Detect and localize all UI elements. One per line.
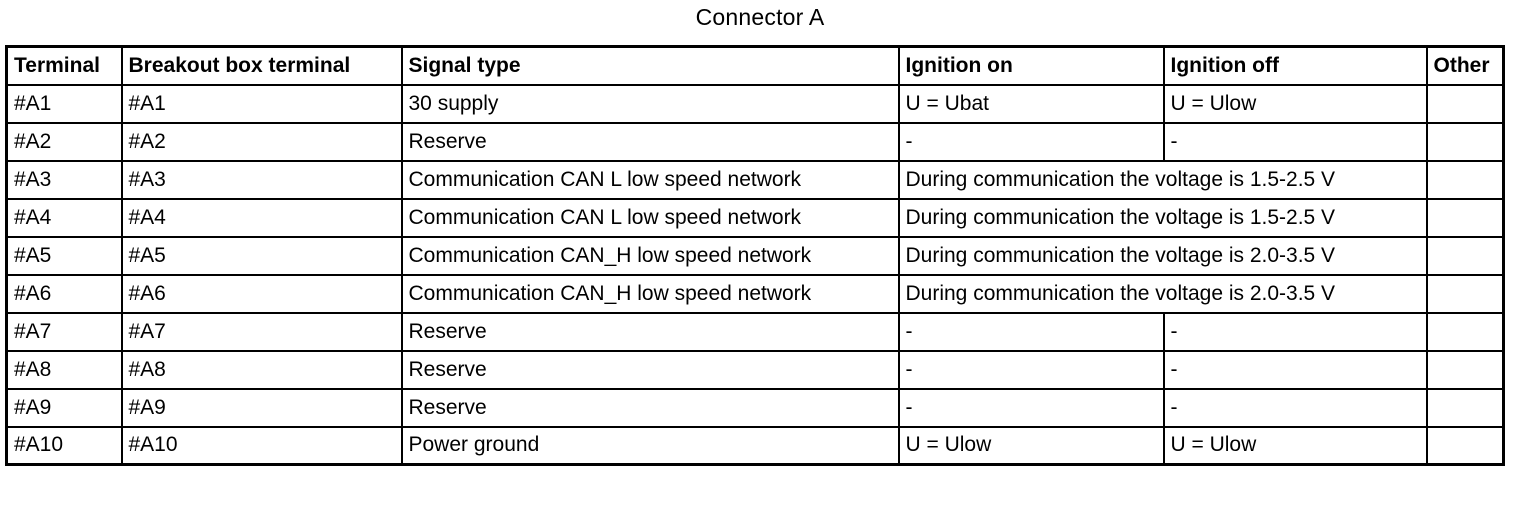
cell-breakout-box-terminal: #A8 xyxy=(120,349,403,390)
cell-breakout-box-terminal: #A3 xyxy=(120,159,403,200)
header-signal-type: Signal type xyxy=(400,45,900,86)
cell-signal-type: Reserve xyxy=(400,311,900,352)
cell-breakout-box-terminal: #A10 xyxy=(120,425,403,466)
cell-other xyxy=(1425,83,1505,124)
cell-signal-type: 30 supply xyxy=(400,83,900,124)
cell-ignition-merged: During communication the voltage is 1.5-… xyxy=(897,159,1428,200)
cell-other xyxy=(1425,425,1505,466)
cell-other xyxy=(1425,121,1505,162)
cell-terminal: #A8 xyxy=(5,349,123,390)
cell-terminal: #A1 xyxy=(5,83,123,124)
cell-terminal: #A7 xyxy=(5,311,123,352)
cell-ignition-off: - xyxy=(1162,311,1428,352)
table-title: Connector A xyxy=(695,4,825,30)
cell-terminal: #A6 xyxy=(5,273,123,314)
cell-ignition-on: - xyxy=(897,121,1165,162)
cell-signal-type: Communication CAN L low speed network xyxy=(400,197,900,238)
cell-other xyxy=(1425,387,1505,428)
cell-breakout-box-terminal: #A5 xyxy=(120,235,403,276)
cell-signal-type: Communication CAN_H low speed network xyxy=(400,273,900,314)
cell-ignition-merged: During communication the voltage is 2.0-… xyxy=(897,273,1428,314)
cell-ignition-merged: During communication the voltage is 1.5-… xyxy=(897,197,1428,238)
cell-signal-type: Reserve xyxy=(400,349,900,390)
cell-ignition-off: - xyxy=(1162,121,1428,162)
cell-ignition-on: U = Ubat xyxy=(897,83,1165,124)
cell-breakout-box-terminal: #A4 xyxy=(120,197,403,238)
cell-terminal: #A4 xyxy=(5,197,123,238)
cell-terminal: #A3 xyxy=(5,159,123,200)
cell-terminal: #A5 xyxy=(5,235,123,276)
cell-ignition-on: U = Ulow xyxy=(897,425,1165,466)
header-row: Terminal Breakout box terminal Signal ty… xyxy=(5,45,1505,86)
header-other: Other xyxy=(1425,45,1505,86)
cell-other xyxy=(1425,311,1505,352)
cell-breakout-box-terminal: #A7 xyxy=(120,311,403,352)
table-header: Terminal Breakout box terminal Signal ty… xyxy=(5,45,1505,86)
header-breakout-box-terminal: Breakout box terminal xyxy=(120,45,403,86)
cell-signal-type: Reserve xyxy=(400,387,900,428)
cell-ignition-off: - xyxy=(1162,387,1428,428)
cell-signal-type: Communication CAN_H low speed network xyxy=(400,235,900,276)
cell-signal-type: Power ground xyxy=(400,425,900,466)
cell-ignition-off: - xyxy=(1162,349,1428,390)
cell-terminal: #A9 xyxy=(5,387,123,428)
cell-ignition-off: U = Ulow xyxy=(1162,83,1428,124)
cell-ignition-on: - xyxy=(897,349,1165,390)
cell-breakout-box-terminal: #A9 xyxy=(120,387,403,428)
cell-other xyxy=(1425,197,1505,238)
cell-breakout-box-terminal: #A2 xyxy=(120,121,403,162)
cell-ignition-on: - xyxy=(897,311,1165,352)
cell-ignition-merged: During communication the voltage is 2.0-… xyxy=(897,235,1428,276)
cell-terminal: #A10 xyxy=(5,425,123,466)
cell-signal-type: Reserve xyxy=(400,121,900,162)
cell-breakout-box-terminal: #A6 xyxy=(120,273,403,314)
cell-other xyxy=(1425,159,1505,200)
cell-terminal: #A2 xyxy=(5,121,123,162)
header-ignition-on: Ignition on xyxy=(897,45,1165,86)
connector-a-table: Terminal Breakout box terminal Signal ty… xyxy=(5,45,1505,466)
header-terminal: Terminal xyxy=(5,45,123,86)
cell-breakout-box-terminal: #A1 xyxy=(120,83,403,124)
cell-other xyxy=(1425,235,1505,276)
cell-other xyxy=(1425,349,1505,390)
header-ignition-off: Ignition off xyxy=(1162,45,1428,86)
cell-ignition-off: U = Ulow xyxy=(1162,425,1428,466)
cell-signal-type: Communication CAN L low speed network xyxy=(400,159,900,200)
cell-ignition-on: - xyxy=(897,387,1165,428)
cell-other xyxy=(1425,273,1505,314)
